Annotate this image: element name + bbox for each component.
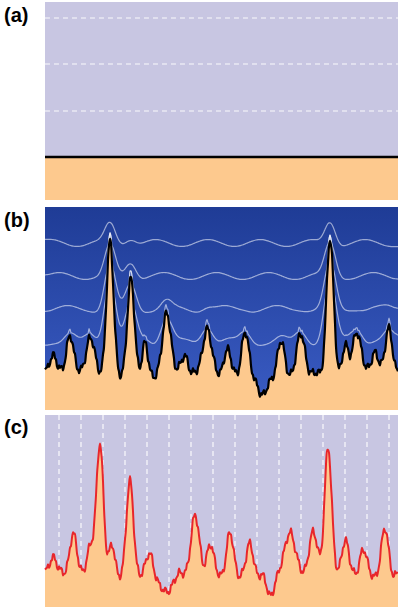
cross-section-panel — [45, 415, 398, 607]
panel-label: (b) — [4, 210, 30, 230]
rough-surface-panel — [45, 207, 398, 410]
rough-surface-line — [45, 239, 398, 397]
rough-solid — [45, 239, 398, 410]
flat-surface-panel — [45, 2, 398, 200]
field-contour — [45, 233, 398, 346]
field-contour — [45, 233, 398, 313]
panel-label: (c) — [4, 417, 28, 437]
section-profile-line — [45, 444, 398, 596]
field-contour — [45, 222, 398, 246]
panel-label: (a) — [4, 5, 28, 25]
dashed-guide — [168, 415, 169, 607]
section-solid — [45, 444, 398, 607]
